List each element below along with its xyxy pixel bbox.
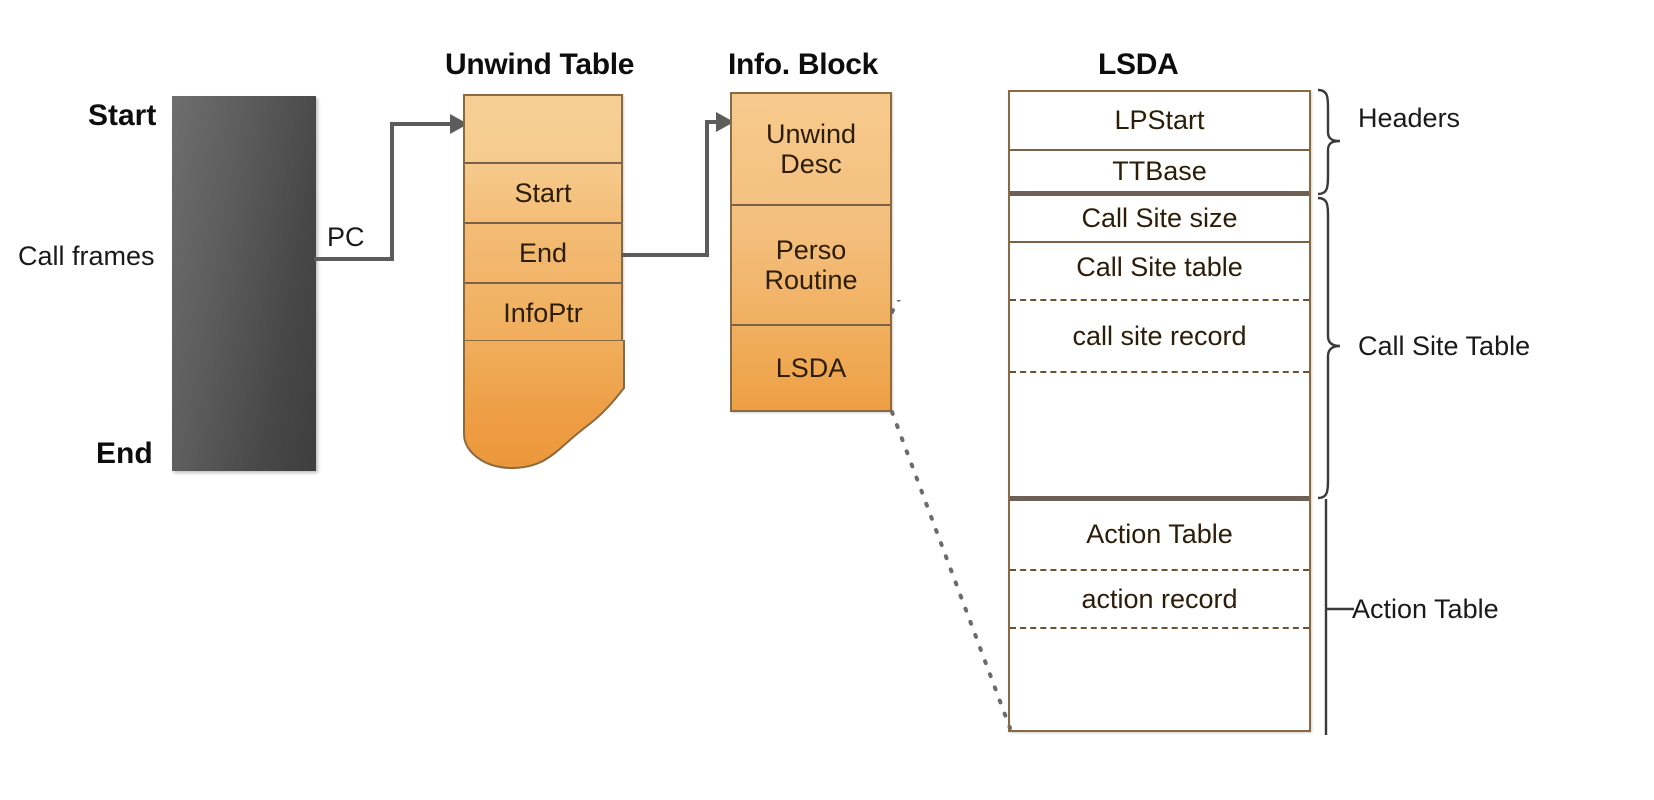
unwind-table-torn-bottom xyxy=(463,340,625,469)
lsda-dashed-3 xyxy=(1010,627,1309,629)
callframes-side-label: Call frames xyxy=(18,241,155,271)
call-site-table-bracket-label: Call Site Table xyxy=(1358,331,1531,361)
info-block-block: Unwind Desc Perso Routine LSDA xyxy=(730,92,892,412)
unwind-table-title: Unwind Table xyxy=(445,48,635,81)
lsda-dashed-0 xyxy=(1010,299,1309,301)
info-block-title: Info. Block xyxy=(728,48,879,81)
info-row-perso-routine-line2: Routine xyxy=(764,265,858,295)
info-divider-1 xyxy=(732,324,890,326)
lsda-row-filler-0 xyxy=(1010,373,1309,496)
pc-label: PC xyxy=(327,222,365,252)
info-connector-segment-h1 xyxy=(621,253,709,257)
callframes-start-label: Start xyxy=(88,99,157,132)
lsda-row-call-site-table: Call Site table xyxy=(1076,251,1243,282)
unwind-divider-1 xyxy=(465,222,621,224)
lsda-dashed-2 xyxy=(1010,569,1309,571)
unwind-divider-0 xyxy=(465,162,621,164)
info-connector-segment-h2 xyxy=(705,120,725,124)
lsda-expansion-dotted-top xyxy=(890,300,1012,730)
callframes-end-label: End xyxy=(96,437,153,470)
lsda-row-action-record: action record xyxy=(1081,583,1238,614)
lsda-row-filler-1 xyxy=(1010,629,1309,730)
info-row-unwind-desc-line2: Desc xyxy=(780,149,842,179)
unwind-row-infoptr: InfoPtr xyxy=(503,297,583,328)
call-site-table-bracket-icon xyxy=(1317,196,1341,500)
pc-connector-segment-h2 xyxy=(390,122,456,126)
info-arrowhead-icon xyxy=(716,112,734,132)
unwind-row-0 xyxy=(465,96,621,162)
headers-bracket-icon xyxy=(1317,88,1341,196)
unwind-row-end: End xyxy=(518,237,568,268)
lsda-block: LPStart TTBase Call Site size Call Site … xyxy=(1008,90,1311,732)
info-row-lsda: LSDA xyxy=(775,352,847,383)
info-row-unwind-desc-line1: Unwind xyxy=(765,118,857,149)
info-row-perso-routine-line1: Perso xyxy=(775,234,847,265)
lsda-title: LSDA xyxy=(1098,48,1179,81)
lsda-dashed-1 xyxy=(1010,371,1309,373)
lsda-row-lpstart: LPStart xyxy=(1114,105,1205,135)
unwind-divider-2 xyxy=(465,282,621,284)
call-frames-block xyxy=(172,96,316,471)
pc-connector-segment-h1 xyxy=(314,257,394,261)
action-table-bracket-icon xyxy=(1324,499,1354,735)
unwind-row-start: Start xyxy=(514,177,572,208)
lsda-divider-callsite-end xyxy=(1010,496,1309,501)
headers-bracket-label: Headers xyxy=(1358,103,1461,133)
lsda-row-call-site-record: call site record xyxy=(1072,320,1247,351)
unwind-table-block: Start End InfoPtr xyxy=(463,94,623,342)
action-table-bracket-label: Action Table xyxy=(1352,594,1499,624)
lsda-divider-1 xyxy=(1010,241,1309,243)
info-connector-segment-v xyxy=(705,120,709,257)
info-divider-0 xyxy=(732,204,890,206)
lsda-divider-headers-end xyxy=(1010,191,1309,196)
lsda-divider-0 xyxy=(1010,149,1309,151)
info-row-perso-routine: Perso Routine xyxy=(732,206,890,324)
lsda-row-ttbase: TTBase xyxy=(1112,155,1207,186)
lsda-row-call-site-size: Call Site size xyxy=(1081,203,1238,233)
pc-connector-segment-v xyxy=(390,122,394,261)
lsda-row-action-table: Action Table xyxy=(1086,518,1233,549)
info-row-unwind-desc: Unwind Desc xyxy=(732,94,890,204)
